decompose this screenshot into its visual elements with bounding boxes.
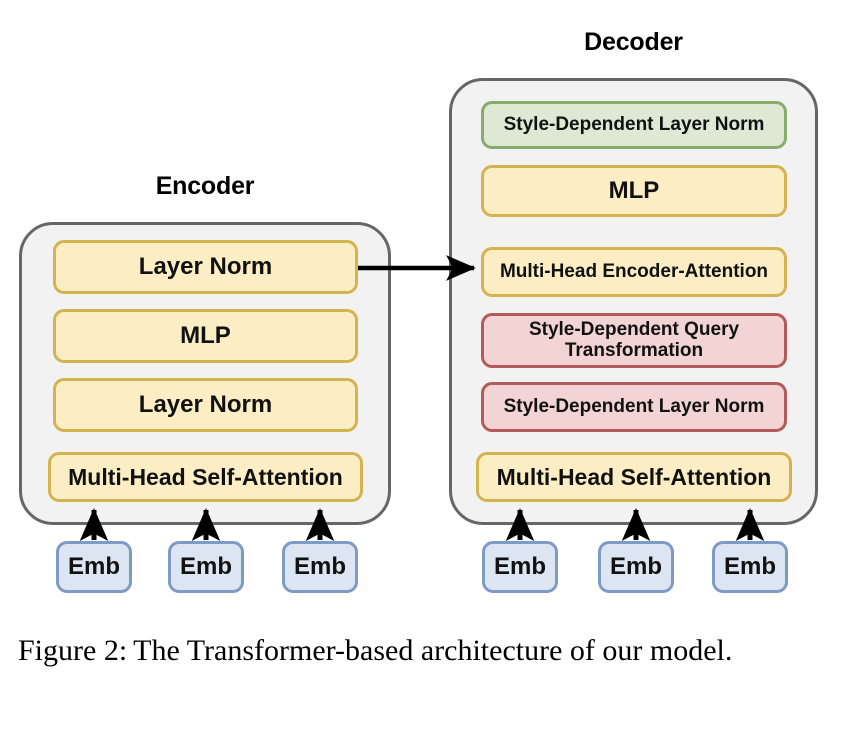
- decoder-embedding-box-1[interactable]: Emb: [482, 541, 558, 593]
- decoder-layer-style-dependent-layer-norm-bottom[interactable]: Style-Dependent Layer Norm: [481, 382, 787, 432]
- decoder-container: [449, 78, 818, 525]
- encoder-layer-layer-norm-top[interactable]: Layer Norm: [53, 240, 358, 294]
- figure-caption-text: The Transformer-based architecture of ou…: [133, 634, 733, 667]
- decoder-layer-multi-head-encoder-attention[interactable]: Multi-Head Encoder-Attention: [481, 247, 787, 297]
- encoder-layer-multi-head-self-attention[interactable]: Multi-Head Self-Attention: [48, 452, 363, 502]
- decoder-embedding-box-3[interactable]: Emb: [712, 541, 788, 593]
- decoder-layer-mlp[interactable]: MLP: [481, 165, 787, 217]
- figure-caption-label: Figure 2:: [18, 634, 128, 667]
- decoder-embedding-box-2[interactable]: Emb: [598, 541, 674, 593]
- decoder-layer-style-dependent-layer-norm-top[interactable]: Style-Dependent Layer Norm: [481, 101, 787, 149]
- encoder-embedding-box-1[interactable]: Emb: [56, 541, 132, 593]
- encoder-layer-layer-norm-bottom[interactable]: Layer Norm: [53, 378, 358, 432]
- encoder-title: Encoder: [155, 172, 255, 200]
- decoder-title: Decoder: [584, 28, 683, 56]
- decoder-layer-multi-head-self-attention[interactable]: Multi-Head Self-Attention: [476, 452, 792, 502]
- encoder-layer-mlp[interactable]: MLP: [53, 309, 358, 363]
- figure-caption: Figure 2:The Transformer-based architect…: [18, 630, 818, 673]
- encoder-embedding-box-2[interactable]: Emb: [168, 541, 244, 593]
- decoder-layer-style-dependent-query-transformation[interactable]: Style-Dependent Query Transformation: [481, 313, 787, 368]
- encoder-embedding-box-3[interactable]: Emb: [282, 541, 358, 593]
